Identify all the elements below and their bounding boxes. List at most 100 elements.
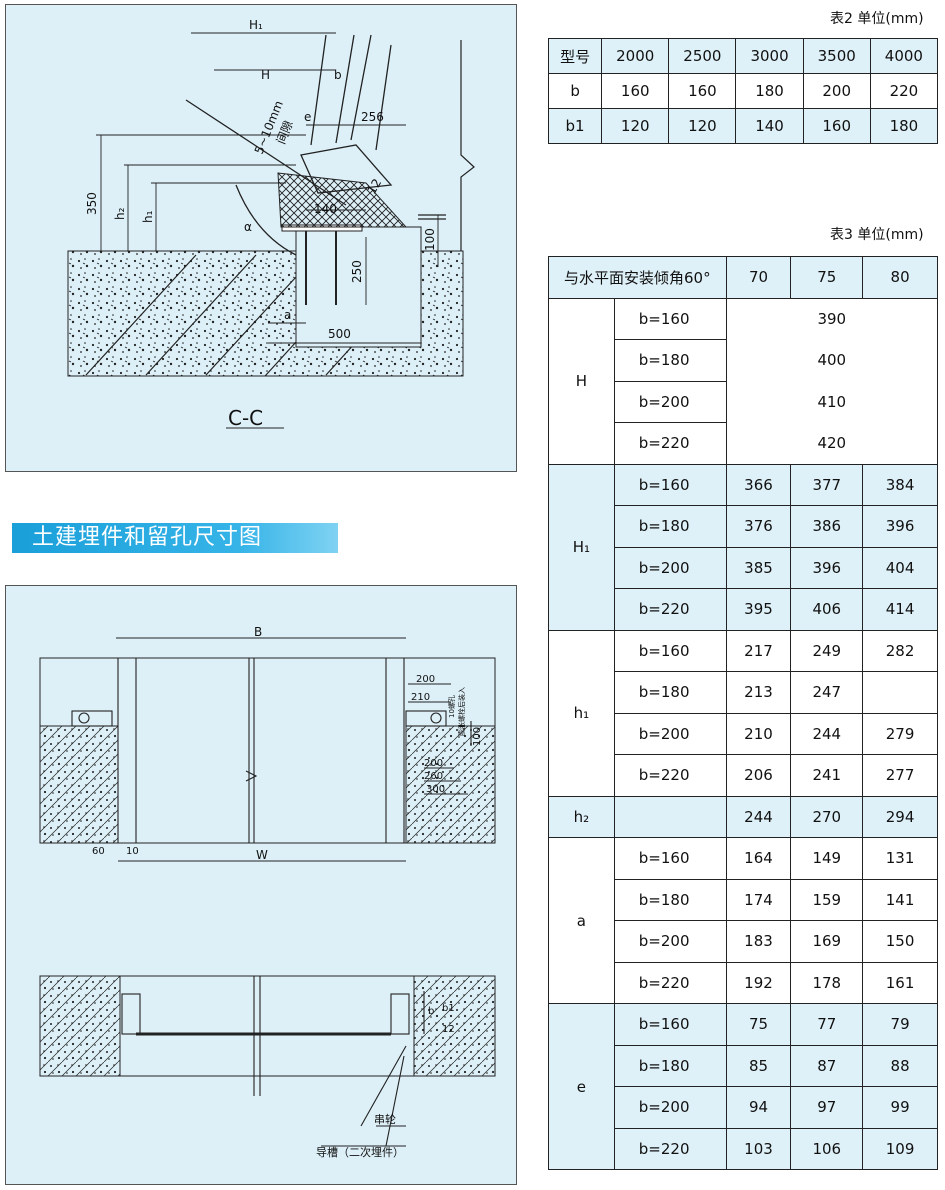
cc-section-drawing: H₁ H b e 256 5~10mm 间隙 12 140 350 h₂ h₁ … [67, 18, 475, 430]
label-b: b [334, 68, 342, 82]
table3-cell: 396 [790, 546, 864, 589]
label-210: 210 [411, 692, 430, 703]
table3-cond: b=220 [613, 961, 727, 1004]
label-100-embed: 100 [472, 727, 483, 746]
table3-row: b=200 183 169 150 [549, 920, 938, 963]
table3-header-cell: 75 [790, 256, 864, 299]
table3-cell: 247 [790, 671, 864, 714]
label-12-embed: 12 [442, 1024, 455, 1035]
table3-header-angle: 与水平面安装倾角60° [548, 256, 727, 299]
table3-cell: 94 [725, 1086, 792, 1129]
label-b-embed: b [428, 1006, 434, 1017]
table3-cell: 131 [862, 837, 938, 880]
table3-row: h₂ 244 270 294 [548, 795, 938, 838]
table3-row: b=220 206 241 277 [549, 754, 938, 797]
table3-cell: 386 [790, 505, 864, 548]
table3-cond: b=200 [613, 380, 727, 423]
table3-cell: 406 [790, 588, 864, 631]
table3-cell: 210 [725, 712, 792, 755]
label-h2: h₂ [113, 207, 127, 220]
table3-cond: b=200 [613, 920, 727, 963]
table3-group-label: a [548, 837, 615, 1004]
table3-row: b=220 103 106 109 [548, 1127, 938, 1170]
table3-cell: 183 [725, 920, 792, 963]
table3: 与水平面安装倾角60° 70 75 80 H b=160 390 b=180 4… [548, 256, 939, 1170]
table3-cond: b=160 [613, 837, 727, 880]
table2-cell: 160 [802, 108, 871, 144]
cc-section-panel: H₁ H b e 256 5~10mm 间隙 12 140 350 h₂ h₁ … [5, 4, 517, 472]
table3-cell: 396 [862, 505, 938, 548]
table3-cond: b=200 [613, 1086, 727, 1129]
table3-row: e b=160 75 77 79 [548, 1003, 938, 1170]
table2-header-row: 型号 2000 2500 3000 3500 4000 [547, 38, 939, 74]
table3-cell: 390 [725, 297, 939, 340]
table3-cell: 420 [725, 422, 939, 465]
table3-group-label: H₁ [548, 463, 615, 631]
table3-cell: 279 [862, 712, 938, 755]
section-banner: 土建埋件和留孔尺寸图 [12, 523, 338, 553]
table3-group-label: h₁ [548, 629, 615, 797]
label-alpha: α [244, 220, 252, 234]
table3-cell: 97 [790, 1086, 864, 1129]
table3-cell: 164 [725, 837, 792, 880]
table3-cond: b=220 [613, 1127, 727, 1170]
label-250: 250 [350, 260, 364, 283]
table3-header-cell: 70 [725, 256, 792, 299]
table3-row: b=180 213 247 [549, 671, 938, 714]
table3-cond: b=220 [613, 754, 727, 797]
table3-row: b=180 174 159 141 [549, 878, 938, 921]
table3-cell: 87 [790, 1044, 864, 1087]
table3-cell: 404 [862, 546, 938, 589]
table3-unit-label: 表3 单位(mm) [830, 227, 924, 243]
label-H1: H₁ [249, 18, 263, 32]
label-60: 60 [92, 846, 105, 857]
table3-cell: 377 [790, 463, 864, 506]
table3-cell: 75 [725, 1003, 792, 1046]
table3-cell: 161 [862, 961, 938, 1004]
table3-cell: 385 [725, 546, 792, 589]
table3-row: b=180 400 [549, 339, 939, 382]
table3-group-label: H [548, 297, 615, 465]
label-260: 260 [424, 771, 443, 782]
label-roller: 串轮 [374, 1112, 396, 1126]
label-350: 350 [85, 192, 99, 215]
label-12: 12 [364, 176, 384, 196]
table2-cell: 180 [735, 73, 804, 109]
label-500: 500 [328, 327, 351, 341]
table3-cell: 99 [862, 1086, 938, 1129]
filler-block [277, 172, 408, 228]
table3-cell: 277 [862, 754, 938, 797]
table3-cell: 106 [790, 1127, 864, 1170]
table3-row: H₁ b=160 366 377 384 [548, 463, 938, 631]
table2-row: b 160 160 180 200 220 [547, 73, 939, 109]
table2-row: b1 120 120 140 160 180 [547, 108, 939, 144]
label-e: e [304, 110, 311, 124]
table3-cond: b=180 [613, 505, 727, 548]
table3-cell: 103 [725, 1127, 792, 1170]
label-note-top: 10螺孔 [447, 695, 456, 718]
table3-cell: 241 [790, 754, 864, 797]
label-h1: h₁ [141, 210, 155, 223]
table2-header-cell: 2000 [601, 38, 670, 74]
table3-cell: 270 [790, 795, 864, 838]
label-10: 10 [126, 846, 139, 857]
table3-cell: 178 [790, 961, 864, 1004]
table3-cell: 159 [790, 878, 864, 921]
table3-cell: 244 [790, 712, 864, 755]
table3-cell: 249 [790, 629, 864, 672]
label-W: W [256, 848, 268, 862]
table2-cell: 120 [601, 108, 670, 144]
table3-group-label: e [548, 1003, 615, 1170]
table3-row: b=200 385 396 404 [548, 546, 938, 589]
table3-row: h₁ b=160 217 249 282 [548, 629, 938, 797]
table3-group-label: h₂ [548, 795, 615, 838]
table3-cell [862, 671, 938, 714]
table3-cell: 109 [862, 1127, 938, 1170]
table2-cell: b [547, 73, 603, 109]
table3-cell: 77 [790, 1003, 864, 1046]
embed-drawing: B W 60 10 200 210 100 10螺孔 膨胀螺栓后装入 200 2… [39, 625, 496, 1159]
table3-cell: 169 [790, 920, 864, 963]
table3-cell: 88 [862, 1044, 938, 1087]
label-200b: 200 [424, 758, 443, 769]
table3-cond: b=180 [613, 878, 727, 921]
